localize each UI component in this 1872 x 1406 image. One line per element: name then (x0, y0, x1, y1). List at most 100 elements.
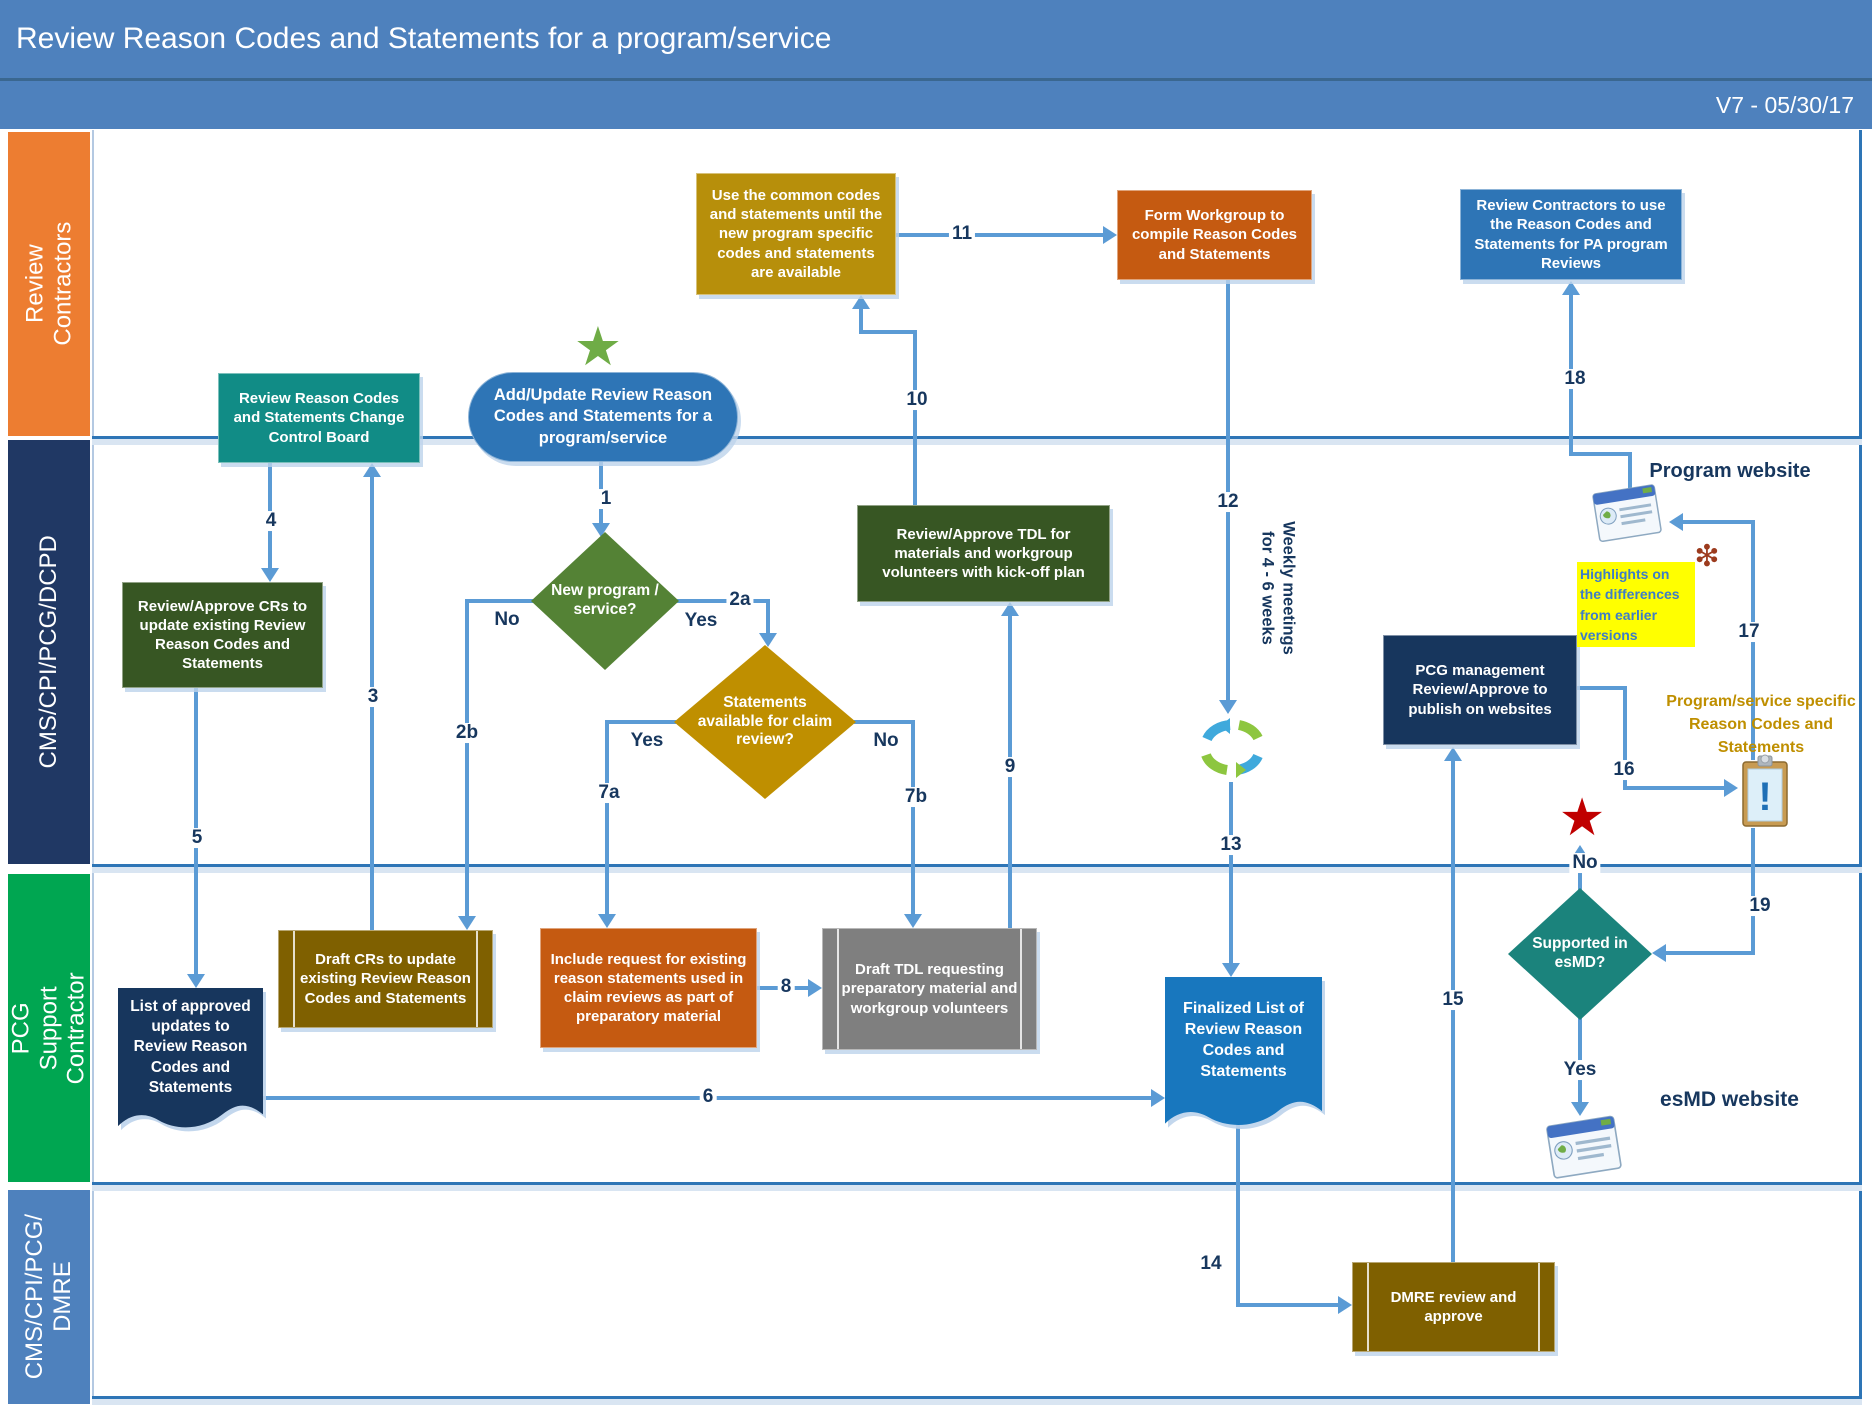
lane-label: CMS/CPI/PCG/ DMRE (21, 1214, 77, 1380)
edge-label-2b: 2b (452, 723, 482, 743)
lane-cms-dmre: CMS/CPI/PCG/ DMRE (8, 1190, 90, 1404)
node-review-approve-tdl: Review/Approve TDL for materials and wor… (857, 505, 1110, 602)
document-shape (118, 988, 263, 1128)
arrowhead (363, 463, 381, 477)
flow-right-border (1859, 130, 1862, 1402)
arrowhead (1571, 1102, 1589, 1116)
program-website-label: Program website (1649, 460, 1811, 482)
arrowhead (1219, 700, 1237, 714)
edge-18-h (1569, 452, 1632, 456)
edge-15 (1451, 760, 1455, 1262)
node-include-request: Include request for existing reason stat… (540, 928, 757, 1048)
arrowhead (1444, 747, 1462, 761)
doc-list-approved-updates: List of approved updates to Review Reaso… (118, 988, 263, 1135)
arrowhead (904, 914, 922, 928)
flow-left-border (92, 130, 94, 1402)
edge-10-v2 (859, 309, 863, 332)
edge-10-v1 (913, 330, 917, 505)
node-text: Review Contractors to use the Reason Cod… (1474, 197, 1668, 272)
svg-text:!: ! (1758, 775, 1771, 819)
flow-bottom-border (92, 1396, 1862, 1399)
edge-12 (1226, 280, 1230, 700)
arrowhead (1222, 963, 1240, 977)
red-star-icon: ★ (1558, 789, 1606, 847)
node-change-control-board: Review Reason Codes and Statements Chang… (218, 373, 420, 463)
page-title-bar: Review Reason Codes and Statements for a… (0, 0, 1872, 78)
node-text: DMRE review and approve (1390, 1288, 1517, 1325)
node-text: Add/Update Review Reason Codes and State… (493, 386, 713, 447)
edge-label-yes: Yes (627, 731, 667, 751)
decision-statements-available: Statements available for claim review? (674, 645, 856, 799)
edge-13 (1229, 782, 1233, 963)
green-star-icon: ★ (573, 317, 623, 377)
edge-label-yes: Yes (1560, 1060, 1600, 1080)
arrowhead (759, 633, 777, 647)
edge-2a-v (766, 599, 770, 635)
node-text: Finalized List of Review Reason Codes an… (1183, 1000, 1304, 1080)
edge-label-16: 16 (1610, 760, 1638, 780)
edge-label-15: 15 (1439, 990, 1467, 1010)
arrowhead (1562, 281, 1580, 295)
edge-label-no: No (1569, 853, 1601, 873)
edge-label-8: 8 (777, 977, 795, 997)
version-label: V7 - 05/30/17 (1715, 91, 1854, 118)
edge-2b-h (465, 599, 535, 603)
arrowhead (598, 914, 616, 928)
arrowhead (1338, 1296, 1352, 1314)
subprocess-bar (1020, 929, 1022, 1049)
program-specific-label: Program/service specific Reason Codes an… (1666, 693, 1856, 757)
edge-label-2a: 2a (726, 590, 754, 610)
edge-2a-h (675, 599, 770, 603)
document-shape (1165, 977, 1322, 1125)
esmd-website-label: esMD website (1660, 1088, 1799, 1111)
edge-7a-v (605, 720, 609, 914)
node-text: PCG management Review/Approve to publish… (1408, 662, 1552, 718)
edge-14-h (1236, 1303, 1338, 1307)
node-text: Review/Approve TDL for materials and wor… (882, 525, 1085, 582)
edge-label-3: 3 (364, 687, 382, 707)
node-draft-crs: Draft CRs to update existing Review Reas… (278, 930, 493, 1028)
node-add-update-start: Add/Update Review Reason Codes and State… (468, 372, 738, 462)
lane-boundary-1 (92, 436, 1862, 439)
edge-18-v1 (1628, 452, 1632, 488)
edge-label-18: 18 (1561, 369, 1589, 389)
lane-label: CMS/CPI/PCG/DCPD (35, 535, 63, 769)
burst-star-icon: ❇ (1694, 540, 1720, 573)
node-text: Form Workgroup to compile Reason Codes a… (1131, 207, 1298, 263)
edge-label-7a: 7a (595, 783, 623, 803)
edge-19-h (1666, 951, 1755, 955)
header-divider (0, 78, 1872, 81)
lane-cms-dcpd: CMS/CPI/PCG/DCPD (8, 440, 90, 864)
arrowhead (1001, 602, 1019, 616)
subprocess-bar (1367, 1263, 1369, 1351)
lane-boundary-3 (92, 1182, 1862, 1185)
edge-label-7b: 7b (901, 787, 931, 807)
node-text: Review/Approve CRs to update existing Re… (137, 597, 308, 673)
edge-label-6: 6 (699, 1087, 717, 1107)
clipboard-exclamation-icon: ! (1742, 754, 1788, 827)
cycle-arrows-icon (1201, 718, 1263, 778)
edge-16-h1 (1577, 686, 1627, 690)
node-text: Supported in esMD? (1532, 935, 1628, 971)
edge-label-no: No (870, 731, 902, 751)
node-pcg-management: PCG management Review/Approve to publish… (1383, 635, 1577, 745)
edge-label-1: 1 (597, 489, 615, 509)
edge-19-v (1751, 828, 1755, 955)
edge-11 (896, 233, 1103, 237)
subprocess-bar (476, 931, 478, 1027)
node-text: Draft TDL requesting preparatory materia… (841, 961, 1018, 1017)
arrowhead (261, 568, 279, 582)
edge-16-v (1623, 686, 1627, 790)
lane-boundary-1-glow (92, 439, 1862, 445)
arrowhead (1652, 944, 1666, 962)
edge-7b-v (911, 720, 915, 914)
node-text: Review Reason Codes and Statements Chang… (233, 390, 405, 446)
arrowhead (1724, 779, 1738, 797)
edge-label-11: 11 (948, 224, 976, 244)
edge-label-4: 4 (262, 511, 280, 531)
node-draft-tdl: Draft TDL requesting preparatory materia… (822, 928, 1037, 1050)
arrowhead (1669, 513, 1683, 531)
rotated-text: Weekly meetings for 4 - 6 weeks (1258, 521, 1298, 655)
lane-pcg-support: PCG Support Contractor (8, 874, 90, 1182)
edge-esmd-no (1578, 858, 1582, 892)
